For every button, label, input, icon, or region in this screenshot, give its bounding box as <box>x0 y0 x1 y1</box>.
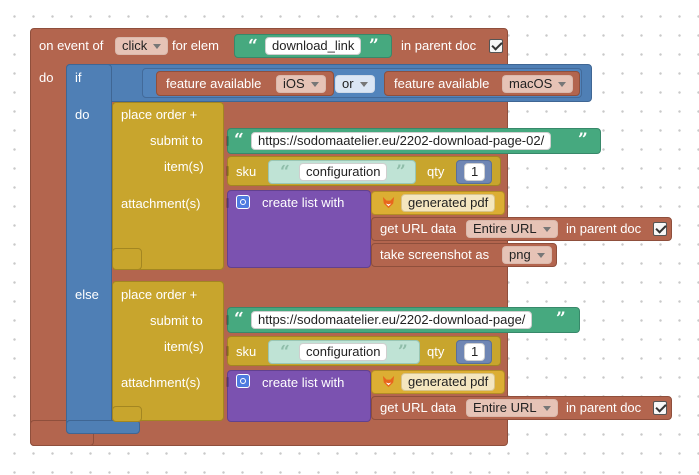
get-url-data-label-2: get URL data <box>380 400 457 415</box>
checkbox-icon[interactable] <box>653 222 667 236</box>
input-connector-notch <box>226 315 229 325</box>
sku-field-1[interactable]: configuration <box>299 163 388 181</box>
place-order-title-2: place order + <box>121 287 198 302</box>
in-parent-doc-label-1: in parent doc <box>566 221 642 236</box>
url-part-dropdown-1[interactable]: Entire URL <box>466 220 558 238</box>
if-block-body <box>66 64 112 434</box>
submit-to-label-1: submit to <box>150 133 203 148</box>
create-list-label-1: create list with <box>262 195 345 210</box>
close-quote-icon: ” <box>578 130 588 150</box>
place-order-title-1: place order + <box>121 107 198 122</box>
fox-icon <box>382 196 395 209</box>
place-order-block-2[interactable] <box>112 281 224 421</box>
open-quote-icon: “ <box>280 342 290 362</box>
feature-available-label: feature available <box>166 76 262 91</box>
create-list-block-1[interactable] <box>227 190 371 268</box>
input-connector-notch <box>226 166 229 176</box>
items-label-1: item(s) <box>164 159 204 174</box>
if-do-label: do <box>75 107 90 122</box>
qty-label-2: qty <box>427 344 445 359</box>
items-label-2: item(s) <box>164 339 204 354</box>
in-parent-doc-label-2: in parent doc <box>566 400 642 415</box>
sku-field-2[interactable]: configuration <box>299 343 388 361</box>
event-type-dropdown[interactable]: click <box>115 37 169 55</box>
checkbox-icon[interactable] <box>489 39 503 53</box>
in-parent-doc-label: in parent doc <box>401 38 477 53</box>
close-quote-icon: ” <box>398 342 408 362</box>
for-elem-label: for elem <box>172 38 219 53</box>
event-do-label: do <box>39 70 54 85</box>
get-url-data-label-1: get URL data <box>380 221 457 236</box>
take-screenshot-label-1: take screenshot as <box>380 247 490 262</box>
screenshot-format-dropdown-1[interactable]: png <box>502 246 552 264</box>
create-list-block-2[interactable] <box>227 370 371 422</box>
place-order-2-bottom <box>112 406 142 422</box>
gear-icon[interactable] <box>236 374 250 388</box>
feature-macos-dropdown[interactable]: macOS <box>502 75 574 93</box>
url-part-dropdown-2[interactable]: Entire URL <box>466 399 558 417</box>
input-connector-notch <box>226 136 229 146</box>
close-quote-icon: ” <box>369 36 379 56</box>
sku-label-2: sku <box>236 344 257 359</box>
submit-to-label-2: submit to <box>150 313 203 328</box>
fox-icon <box>382 375 395 388</box>
if-label: if <box>75 70 82 85</box>
open-quote-icon: “ <box>280 162 290 182</box>
generated-pdf-label-2: generated pdf <box>401 373 496 391</box>
checkbox-icon[interactable] <box>653 401 667 415</box>
qty-field-1[interactable]: 1 <box>464 163 486 181</box>
element-id-field[interactable]: download_link <box>265 37 362 55</box>
input-connector-notch <box>226 346 229 356</box>
input-connector-notch <box>226 377 229 387</box>
close-quote-icon: ” <box>396 162 406 182</box>
place-order-block-1[interactable] <box>112 102 224 270</box>
submit-url-field-2[interactable]: https://sodomaatelier.eu/2202-download-p… <box>251 311 533 329</box>
gear-icon[interactable] <box>236 195 250 209</box>
input-connector-notch <box>226 198 229 208</box>
sku-label-1: sku <box>236 164 257 179</box>
open-quote-icon: “ <box>248 36 258 56</box>
logic-operator-dropdown[interactable]: or <box>335 75 375 93</box>
else-label: else <box>75 287 99 302</box>
place-order-1-bottom <box>112 248 142 270</box>
generated-pdf-label-1: generated pdf <box>401 194 496 212</box>
attachments-label-2: attachment(s) <box>121 375 201 390</box>
event-prefix-label: on event of <box>39 38 104 53</box>
feature-ios-dropdown[interactable]: iOS <box>276 75 326 93</box>
qty-field-2[interactable]: 1 <box>464 343 486 361</box>
qty-label-1: qty <box>427 164 445 179</box>
close-quote-icon: ” <box>556 309 566 329</box>
create-list-label-2: create list with <box>262 375 345 390</box>
open-quote-icon: “ <box>234 130 244 150</box>
attachments-label-1: attachment(s) <box>121 196 201 211</box>
feature-available-label-2: feature available <box>394 76 490 91</box>
submit-url-field-1[interactable]: https://sodomaatelier.eu/2202-download-p… <box>251 132 552 150</box>
if-block-footer <box>66 420 140 434</box>
open-quote-icon: “ <box>234 309 244 329</box>
